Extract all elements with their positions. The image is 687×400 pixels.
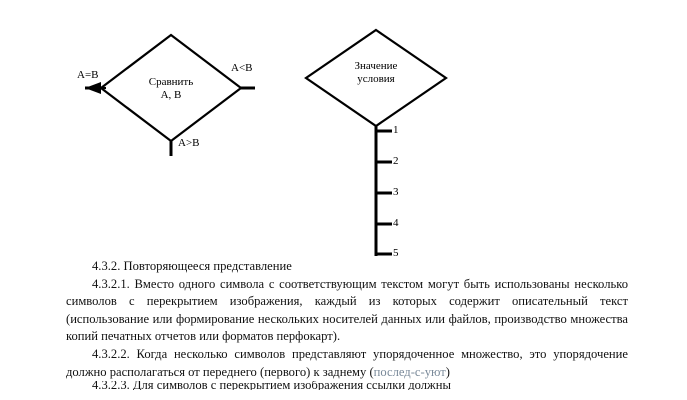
decision2-text-line1: Значение [354, 60, 398, 72]
section-heading: 4.3.2. Повторяющееся представление [92, 259, 292, 273]
branch-label-3: 3 [393, 186, 399, 198]
flowchart-diagram: Сравнить A, B A=B A<B A>B Значение услов… [77, 28, 448, 259]
branch-label-5: 5 [393, 247, 399, 259]
decision1-text-line2: A, B [160, 89, 182, 101]
watermark-text: послед-с-уют [373, 364, 446, 379]
decision1-label-left: A=B [77, 69, 99, 81]
paragraph-4-3-2-2-end: ) [445, 364, 450, 379]
flowchart-svg [85, 28, 448, 256]
paragraph-4-3-2-3-text: 4.3.2.3. Для символов с перекрытием изоб… [92, 381, 451, 391]
branch-label-1: 1 [393, 124, 399, 136]
decision1-label-bottom: A>B [178, 137, 200, 149]
branch-label-4: 4 [393, 217, 399, 229]
decision2-text-line2: условия [357, 73, 395, 85]
paragraph-4-3-2-1: 4.3.2.1. Вместо одного символа с соответ… [66, 276, 628, 344]
paragraph-4-3-2-3-clipped: 4.3.2.3. Для символов с перекрытием изоб… [66, 381, 628, 390]
branch-label-2: 2 [393, 155, 399, 167]
connector-a-equals-b [85, 82, 106, 94]
paragraph-4-3-2-2: 4.3.2.2. Когда несколько символов предст… [66, 346, 628, 381]
document-text: 4.3.2. Повторяющееся представление 4.3.2… [66, 258, 628, 390]
decision1-label-right: A<B [231, 62, 253, 74]
decision1-text-line1: Сравнить [148, 76, 194, 88]
paragraph-4-3-2-2-start: 4.3.2.2. Когда несколько символов предст… [66, 346, 628, 379]
